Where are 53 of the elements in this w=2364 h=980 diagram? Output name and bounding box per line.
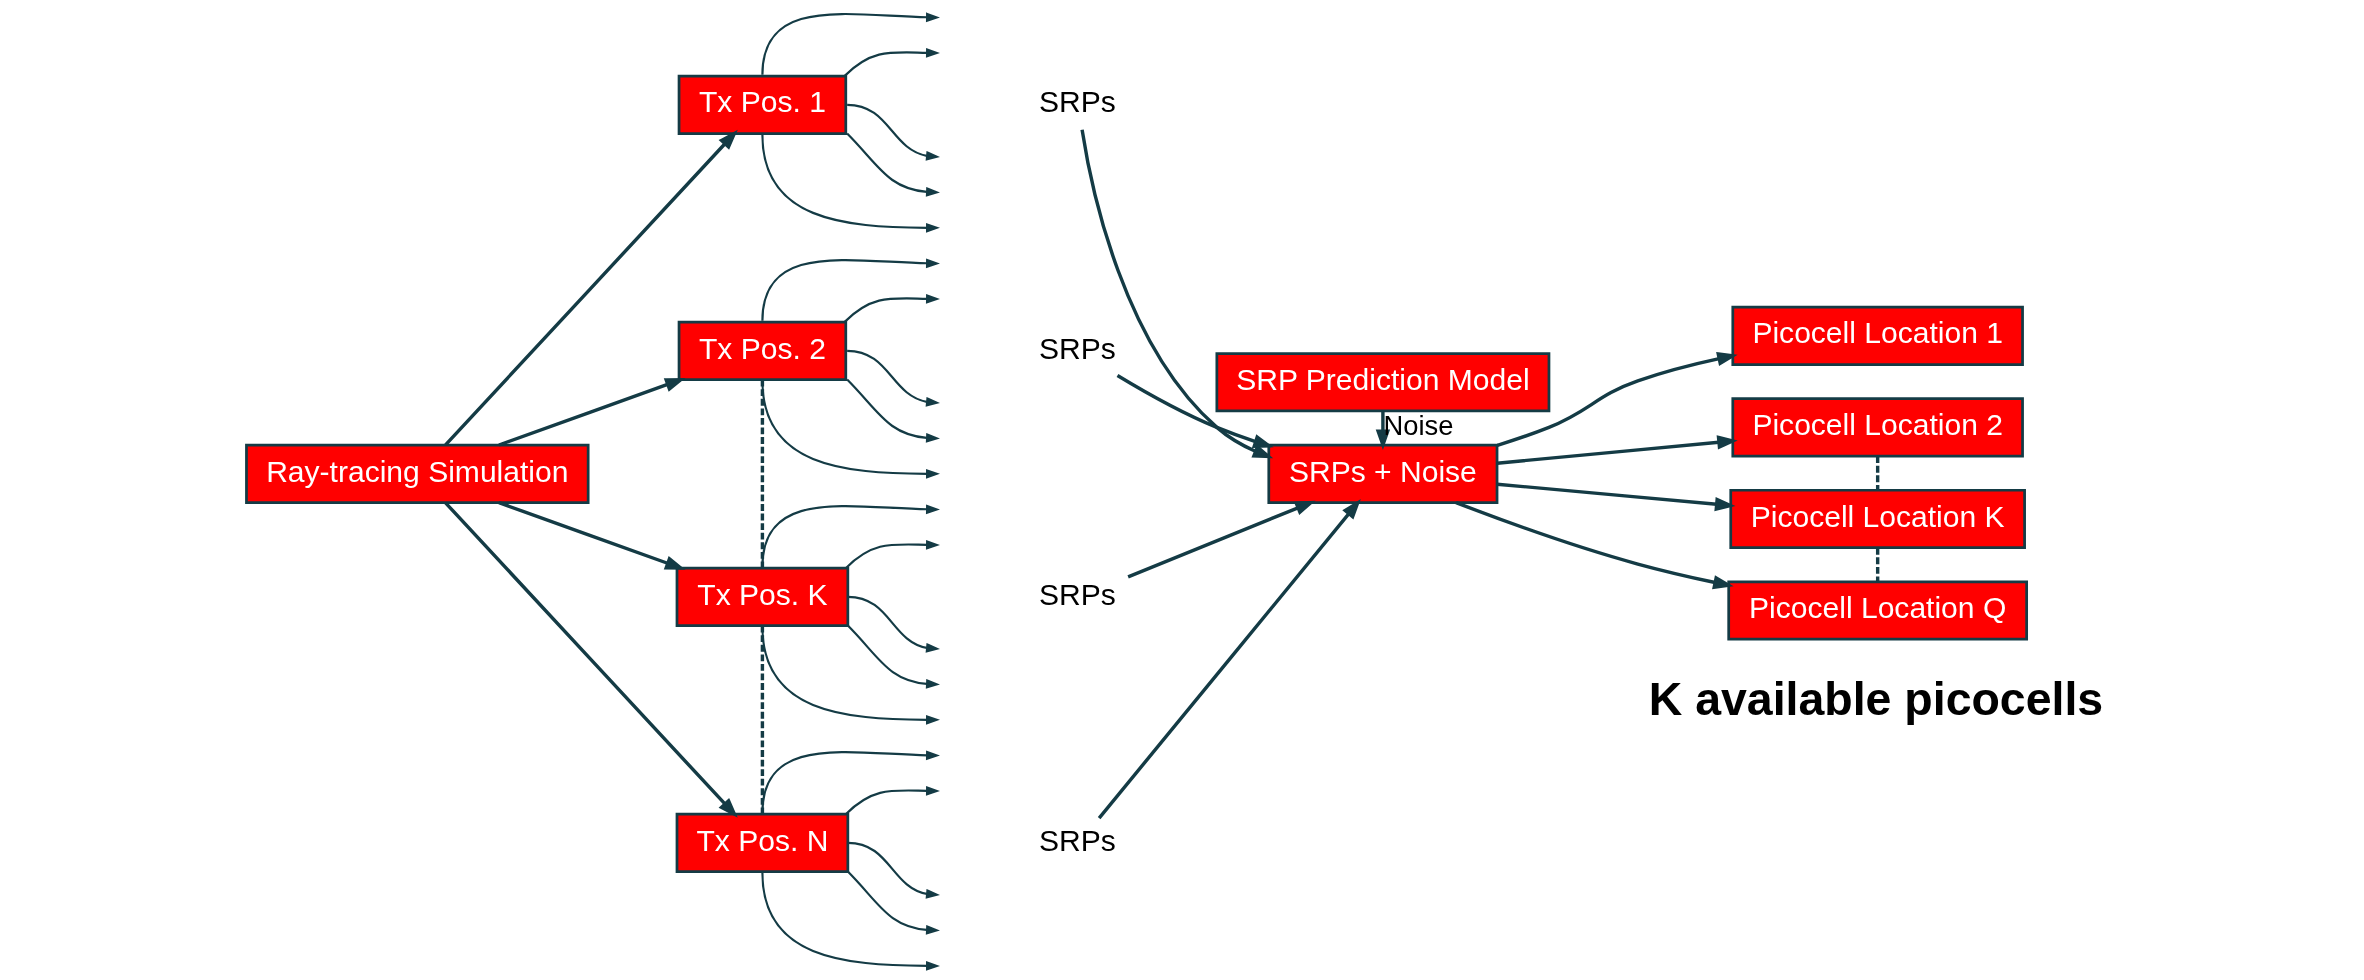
connector [760, 625, 765, 815]
arrow [761, 380, 940, 479]
arrow [847, 841, 940, 899]
arrow [1116, 374, 1274, 448]
arrow [761, 12, 940, 75]
node-text: SRPs [1039, 331, 1116, 365]
arrow [847, 595, 940, 653]
arrow [847, 349, 940, 407]
arrow [1455, 501, 1734, 590]
arrow [761, 134, 940, 233]
arrow [843, 293, 940, 323]
node-box: Tx Pos. K [675, 566, 850, 627]
node-text: SRPs [1039, 577, 1116, 611]
connector [760, 379, 765, 569]
arrow [761, 750, 940, 813]
arrow [498, 377, 686, 447]
arrow [843, 47, 940, 77]
arrow [847, 103, 940, 161]
arrow [444, 129, 738, 447]
arrow [1097, 499, 1361, 820]
node-box: Ray-tracing Simulation [245, 443, 590, 504]
node-text: SRPs [1039, 85, 1116, 119]
arrow [1375, 411, 1391, 451]
node-box: Picocell Location 1 [1731, 305, 2024, 366]
arrow [444, 501, 738, 818]
node-box: Tx Pos. 1 [677, 74, 848, 135]
arrow [1080, 129, 1274, 459]
arrow [846, 132, 940, 197]
arrow [847, 870, 940, 935]
node-box: Picocell Location 2 [1731, 397, 2024, 458]
arrow [845, 785, 940, 815]
node-box: Tx Pos. 2 [677, 320, 848, 381]
arrow [1497, 435, 1738, 465]
label: K available picocells [1648, 673, 2104, 726]
arrow [1496, 351, 1738, 447]
arrow [498, 501, 686, 570]
node-box: Tx Pos. N [675, 812, 850, 873]
arrow [847, 624, 940, 689]
arrow [1497, 482, 1736, 512]
node-box: Picocell Location Q [1727, 580, 2028, 641]
node-text: SRPs [1039, 823, 1116, 857]
arrow [761, 626, 940, 725]
arrow [845, 539, 940, 569]
connector [1875, 547, 1880, 582]
node-box: Picocell Location K [1729, 488, 2026, 550]
arrow [1127, 500, 1316, 579]
arrow [761, 504, 940, 567]
arrow [761, 258, 940, 321]
arrow [761, 872, 940, 971]
node-box: SRPs + Noise [1267, 443, 1499, 504]
arrow [846, 378, 940, 443]
node-box: SRP Prediction Model [1215, 352, 1551, 413]
connector [1875, 456, 1880, 490]
